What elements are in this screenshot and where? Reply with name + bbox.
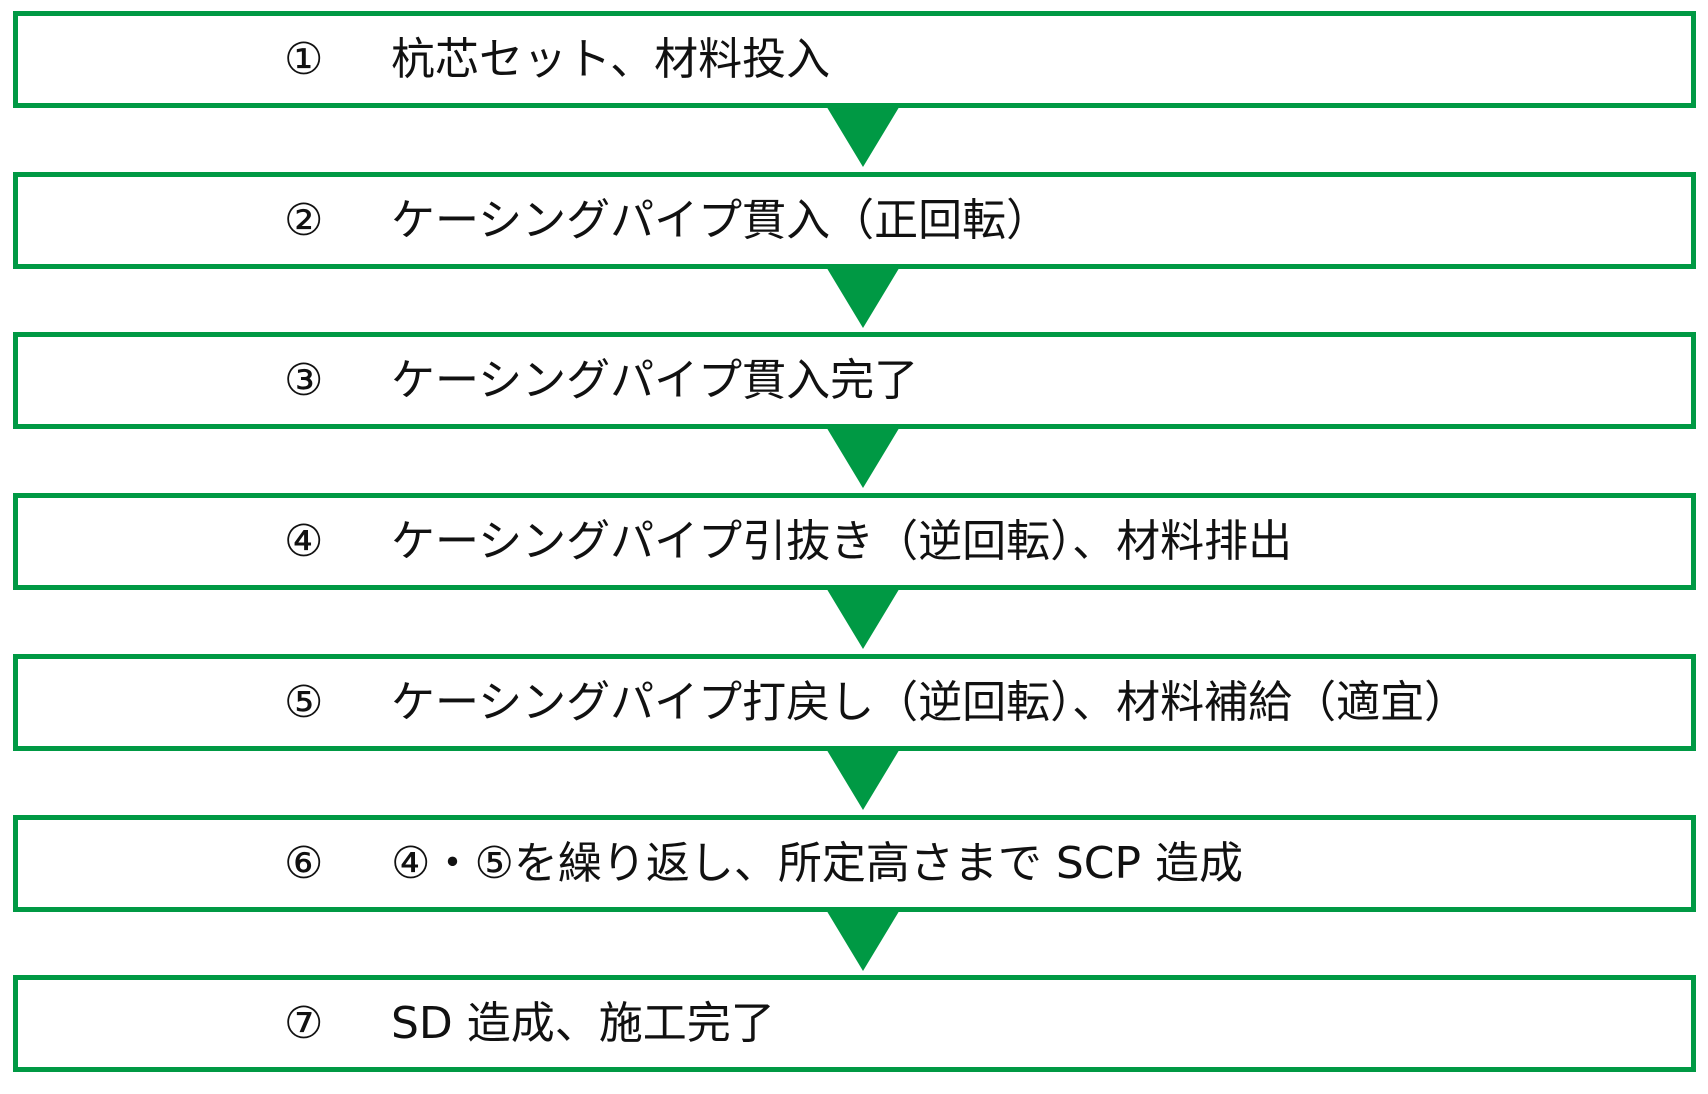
- step-label: SD 造成、施工完了: [391, 997, 775, 1049]
- step-box-4: ④ ケーシングパイプ引抜き（逆回転）、材料排出: [13, 493, 1696, 590]
- step-label: ケーシングパイプ貫入（正回転）: [391, 194, 1051, 246]
- step-box-3: ③ ケーシングパイプ貫入完了: [13, 332, 1696, 429]
- step-box-1: ① 杭芯セット、材料投入: [13, 11, 1696, 108]
- down-arrow-icon: [825, 425, 901, 488]
- step-label: ケーシングパイプ貫入完了: [391, 354, 919, 406]
- step-label: 杭芯セット、材料投入: [391, 33, 831, 85]
- step-number: ③: [284, 354, 324, 406]
- step-box-2: ② ケーシングパイプ貫入（正回転）: [13, 172, 1696, 269]
- step-number: ⑤: [284, 676, 324, 728]
- step-label: ケーシングパイプ打戻し（逆回転）、材料補給（適宜）: [391, 676, 1469, 728]
- down-arrow-icon: [825, 265, 901, 328]
- step-box-7: ⑦ SD 造成、施工完了: [13, 975, 1696, 1072]
- down-arrow-icon: [825, 586, 901, 649]
- step-number: ⑥: [284, 837, 324, 889]
- step-number: ④: [284, 515, 324, 567]
- step-number: ①: [284, 33, 324, 85]
- step-label: ケーシングパイプ引抜き（逆回転）、材料排出: [391, 515, 1293, 567]
- step-box-6: ⑥ ④・⑤を繰り返し、所定高さまで SCP 造成: [13, 815, 1696, 912]
- down-arrow-icon: [825, 908, 901, 971]
- step-number: ⑦: [284, 997, 324, 1049]
- down-arrow-icon: [825, 747, 901, 810]
- step-box-5: ⑤ ケーシングパイプ打戻し（逆回転）、材料補給（適宜）: [13, 654, 1696, 751]
- step-number: ②: [284, 194, 324, 246]
- step-label: ④・⑤を繰り返し、所定高さまで SCP 造成: [391, 837, 1244, 889]
- down-arrow-icon: [825, 104, 901, 167]
